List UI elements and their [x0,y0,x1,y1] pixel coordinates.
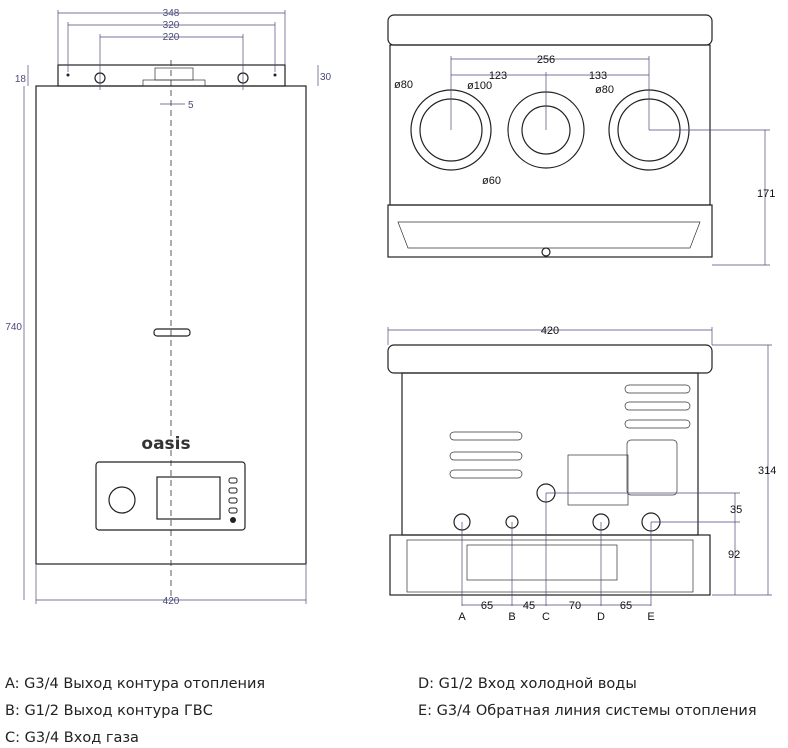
dim-ab: 65 [481,600,493,612]
dim-35: 35 [730,504,742,516]
dim-320: 320 [163,20,180,31]
dim-de: 65 [620,600,632,612]
dim-cd: 70 [569,600,581,612]
label-phi80-left: ø80 [394,79,413,91]
legend-e: E: G3/4 Обратная линия системы отопления [418,703,757,719]
brand-logo: oasis [141,434,190,454]
legend-a: A: G3/4 Выход контура отопления [5,676,266,692]
dim-220: 220 [163,32,180,43]
dim-171: 171 [757,188,775,200]
legend-b: B: G1/2 Выход контура ГВС [5,703,213,719]
top-view: 256 123 133 171 ø80 ø100 ø80 ø60 [387,14,775,266]
display-screen [156,476,221,520]
fitting-label-d: D [597,611,605,623]
dim-18: 18 [15,74,27,85]
dim-123: 123 [489,70,507,82]
dim-348: 348 [163,8,180,19]
fitting-label-a: A [458,611,466,623]
control-panel [95,461,246,531]
dim-bc: 45 [523,600,535,612]
technical-drawing: oasis 348 320 220 18 30 5 740 420 [5,8,776,623]
label-phi100: ø100 [467,80,492,92]
fitting-label-e: E [647,611,654,623]
dim-92: 92 [728,549,740,561]
dim-133: 133 [589,70,607,82]
fitting-label-c: C [542,611,550,623]
dim-314: 314 [758,465,776,477]
dim-420-front: 420 [163,596,180,607]
legend-d: D: G1/2 Вход холодной воды [418,676,637,692]
dim-5: 5 [188,100,194,111]
legend-c: C: G3/4 Вход газа [5,730,139,746]
fitting-label-b: B [508,611,515,623]
front-view: oasis 348 320 220 18 30 5 740 420 [5,8,331,607]
label-phi60: ø60 [482,175,501,187]
dim-30: 30 [320,72,332,83]
label-phi80-right: ø80 [595,84,614,96]
slot [153,328,191,337]
control-knob [108,486,136,514]
dim-256: 256 [537,54,555,66]
bottom-view: 420 314 35 92 65 45 70 65 A B C D E [387,325,776,623]
dim-420-bottom: 420 [541,325,559,337]
dim-740: 740 [5,322,22,333]
